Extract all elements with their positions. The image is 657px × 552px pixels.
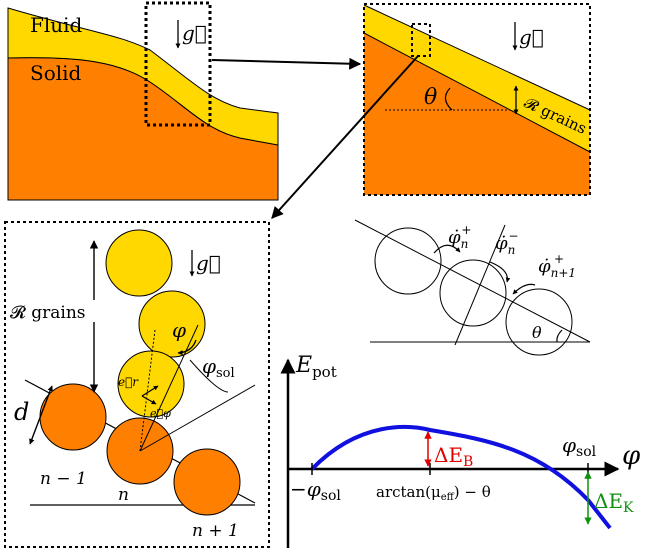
energy-curve — [310, 425, 612, 530]
incline-line-d — [354, 219, 591, 343]
y-axis-label: Epot — [295, 353, 337, 381]
diameter-label: d — [14, 398, 29, 426]
delta-ek-label: ΔEK — [594, 489, 634, 516]
phi-sol-label: φsol — [202, 354, 235, 381]
zoom-arrow-ab — [211, 57, 362, 70]
phi-sol-arc — [189, 359, 229, 393]
zoom-box-a — [144, 1, 212, 127]
contact-line — [139, 324, 199, 452]
angle-arc-d — [556, 329, 563, 343]
panel-incline: θ 𝓡 grains g⃗ — [271, 3, 591, 219]
zoom-box-b — [411, 23, 431, 57]
rate-n-plus-label: φ̇n+ — [448, 223, 471, 251]
rate-arc-n-plus — [433, 244, 461, 254]
panel-energy: Epot φ −φsol arctan(μeff) − θ φsol ΔEB Δ… — [280, 353, 641, 548]
rate-grain-mid — [439, 259, 507, 327]
fluid-surface-line — [363, 4, 591, 111]
x-axis-label: φ — [622, 441, 641, 471]
angle-arc-b — [444, 87, 453, 111]
rate-grain-right — [505, 288, 573, 356]
grain-top — [105, 229, 173, 297]
rate-arc-n-minus — [489, 261, 511, 283]
phi-arc — [177, 339, 197, 356]
er-arrow — [141, 385, 159, 397]
grain-n-plus-1-label: n + 1 — [192, 521, 239, 541]
vertical-dotted — [139, 329, 156, 452]
panel-c-frame — [4, 221, 270, 548]
rate-n-minus-label: φ̇n− — [495, 229, 518, 257]
fluid-incline — [364, 5, 590, 152]
fluid-layer — [7, 7, 279, 146]
panel-landscape: Fluid Solid g⃗ — [7, 1, 362, 201]
grain-n-minus-1 — [39, 383, 107, 451]
angle-label-b: θ — [424, 85, 437, 110]
grain-upper — [138, 290, 206, 358]
grain-lower — [117, 350, 185, 418]
contact-line-d — [454, 224, 506, 346]
solid-label: Solid — [30, 61, 82, 85]
fluid-bed-line — [363, 32, 591, 153]
er-label: e⃗r — [118, 375, 139, 389]
rate-n1-plus-label: φ̇n+1+ — [538, 252, 576, 280]
ephi-arrow — [141, 395, 157, 405]
tick-mid-label: arctan(μeff) − θ — [376, 483, 491, 503]
diameter-arrow — [29, 385, 53, 445]
gravity-label-a: g⃗ — [182, 21, 207, 45]
rate-grain-left — [374, 227, 442, 295]
phi-sol-axis-label: φsol — [562, 433, 597, 460]
height-label: 𝓡 grains — [10, 303, 86, 323]
fluid-label: Fluid — [30, 13, 83, 37]
ephi-label: e⃗φ — [150, 407, 171, 420]
rate-arc-n1-plus — [512, 283, 536, 295]
height-label-bg — [8, 300, 98, 322]
panel-grains: θ φ φsol e⃗r e⃗φ 𝓡 grains g⃗ d n − 1 n n… — [4, 221, 270, 548]
grain-n-plus-1 — [173, 448, 241, 516]
gravity-label-c: g⃗ — [196, 251, 221, 275]
delta-eb-label: ΔEB — [434, 443, 473, 470]
grain-n-label: n — [118, 485, 129, 505]
grain-n-minus-1-label: n − 1 — [40, 469, 87, 489]
solid-incline — [364, 33, 590, 195]
sol-reference-line — [139, 384, 256, 452]
neg-phi-sol-label: −φsol — [290, 477, 341, 504]
angle-label-d: θ — [532, 323, 542, 342]
panel-rates: θ φ̇n+ φ̇n− φ̇n+1+ — [354, 219, 591, 356]
panel-b-frame-top — [363, 3, 591, 196]
zoom-arrow-bc — [271, 55, 419, 219]
phi-label: φ — [172, 318, 186, 342]
gravity-label-b: g⃗ — [519, 25, 544, 49]
